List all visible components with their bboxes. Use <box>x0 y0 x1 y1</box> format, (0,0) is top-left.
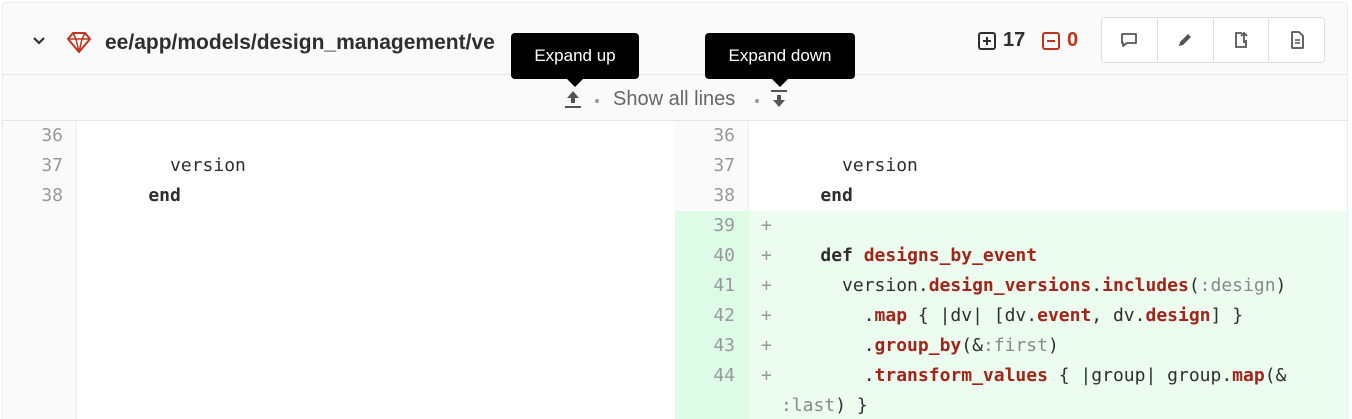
file-icon <box>1290 31 1304 49</box>
tooltip-arrow <box>772 79 788 87</box>
expand-up-icon[interactable] <box>563 88 583 110</box>
code-text: def designs_by_event <box>820 245 1038 266</box>
line-number[interactable]: 43 <box>713 335 735 356</box>
view-replaced-button[interactable] <box>1213 18 1270 62</box>
code-text: .transform_values { |group| group.map(& <box>777 365 1287 386</box>
line-number[interactable]: 38 <box>41 185 63 206</box>
line-number[interactable]: 36 <box>713 125 735 146</box>
code-text: version.design_versions.includes(:design… <box>777 275 1287 296</box>
plus-marker: + <box>761 215 772 236</box>
line-number[interactable]: 36 <box>41 125 63 146</box>
code-text: end <box>105 185 181 206</box>
code-text: version <box>105 155 246 176</box>
tooltip-text: Expand down <box>728 46 832 65</box>
plus-marker: + <box>761 305 772 326</box>
deletions-count: 0 <box>1067 29 1079 51</box>
code-text: :last) } <box>781 395 868 416</box>
line-number[interactable]: 44 <box>713 365 735 386</box>
expand-up-tooltip: Expand up <box>511 33 639 87</box>
comment-button[interactable] <box>1102 18 1158 62</box>
file-path[interactable]: ee/app/models/design_management/ve <box>105 31 495 54</box>
code-text: version <box>777 155 918 176</box>
tooltip-text: Expand up <box>534 46 616 65</box>
code-text: .group_by(&:first) <box>777 335 1059 356</box>
ruby-icon <box>67 32 91 53</box>
chevron-down-icon[interactable] <box>31 33 47 49</box>
line-number[interactable]: 40 <box>713 245 735 266</box>
comment-icon <box>1121 33 1138 47</box>
external-link-icon <box>1234 31 1248 48</box>
added-lines-gutter <box>675 211 749 419</box>
line-number[interactable]: 37 <box>41 155 63 176</box>
edit-button[interactable] <box>1157 18 1214 62</box>
plus-marker: + <box>761 275 772 296</box>
code-text: end <box>777 185 853 206</box>
minus-square-icon <box>1042 31 1060 50</box>
diff-content: 36 37 version 38 end 36 37 version 38 en… <box>3 121 1347 419</box>
pencil-icon <box>1179 34 1192 46</box>
line-number[interactable]: 38 <box>713 185 735 206</box>
separator-dot <box>595 99 599 103</box>
show-all-lines-link[interactable]: Show all lines <box>613 88 736 110</box>
expand-down-tooltip: Expand down <box>705 33 855 87</box>
line-number[interactable]: 42 <box>713 305 735 326</box>
left-gutter <box>3 121 77 419</box>
plus-marker: + <box>761 365 772 386</box>
expand-down-icon[interactable] <box>769 88 789 110</box>
file-actions <box>1101 17 1325 63</box>
line-number[interactable]: 37 <box>713 155 735 176</box>
line-number[interactable]: 39 <box>713 215 735 236</box>
plus-square-icon <box>978 31 996 50</box>
deletions-stat: 0 <box>1041 29 1078 52</box>
additions-count: 17 <box>1003 29 1026 51</box>
added-lines-background <box>675 211 1347 419</box>
expand-row: Show all lines <box>3 75 1347 121</box>
plus-marker: + <box>761 245 772 266</box>
line-number[interactable]: 41 <box>713 275 735 296</box>
code-text: .map { |dv| [dv.event, dv.design] } <box>777 305 1244 326</box>
file-header: ee/app/models/design_management/ve 17 0 <box>3 3 1347 75</box>
additions-stat: 17 <box>977 29 1025 52</box>
separator-dot <box>755 99 759 103</box>
tooltip-arrow <box>567 79 583 87</box>
view-file-button[interactable] <box>1269 18 1324 62</box>
plus-marker: + <box>761 335 772 356</box>
